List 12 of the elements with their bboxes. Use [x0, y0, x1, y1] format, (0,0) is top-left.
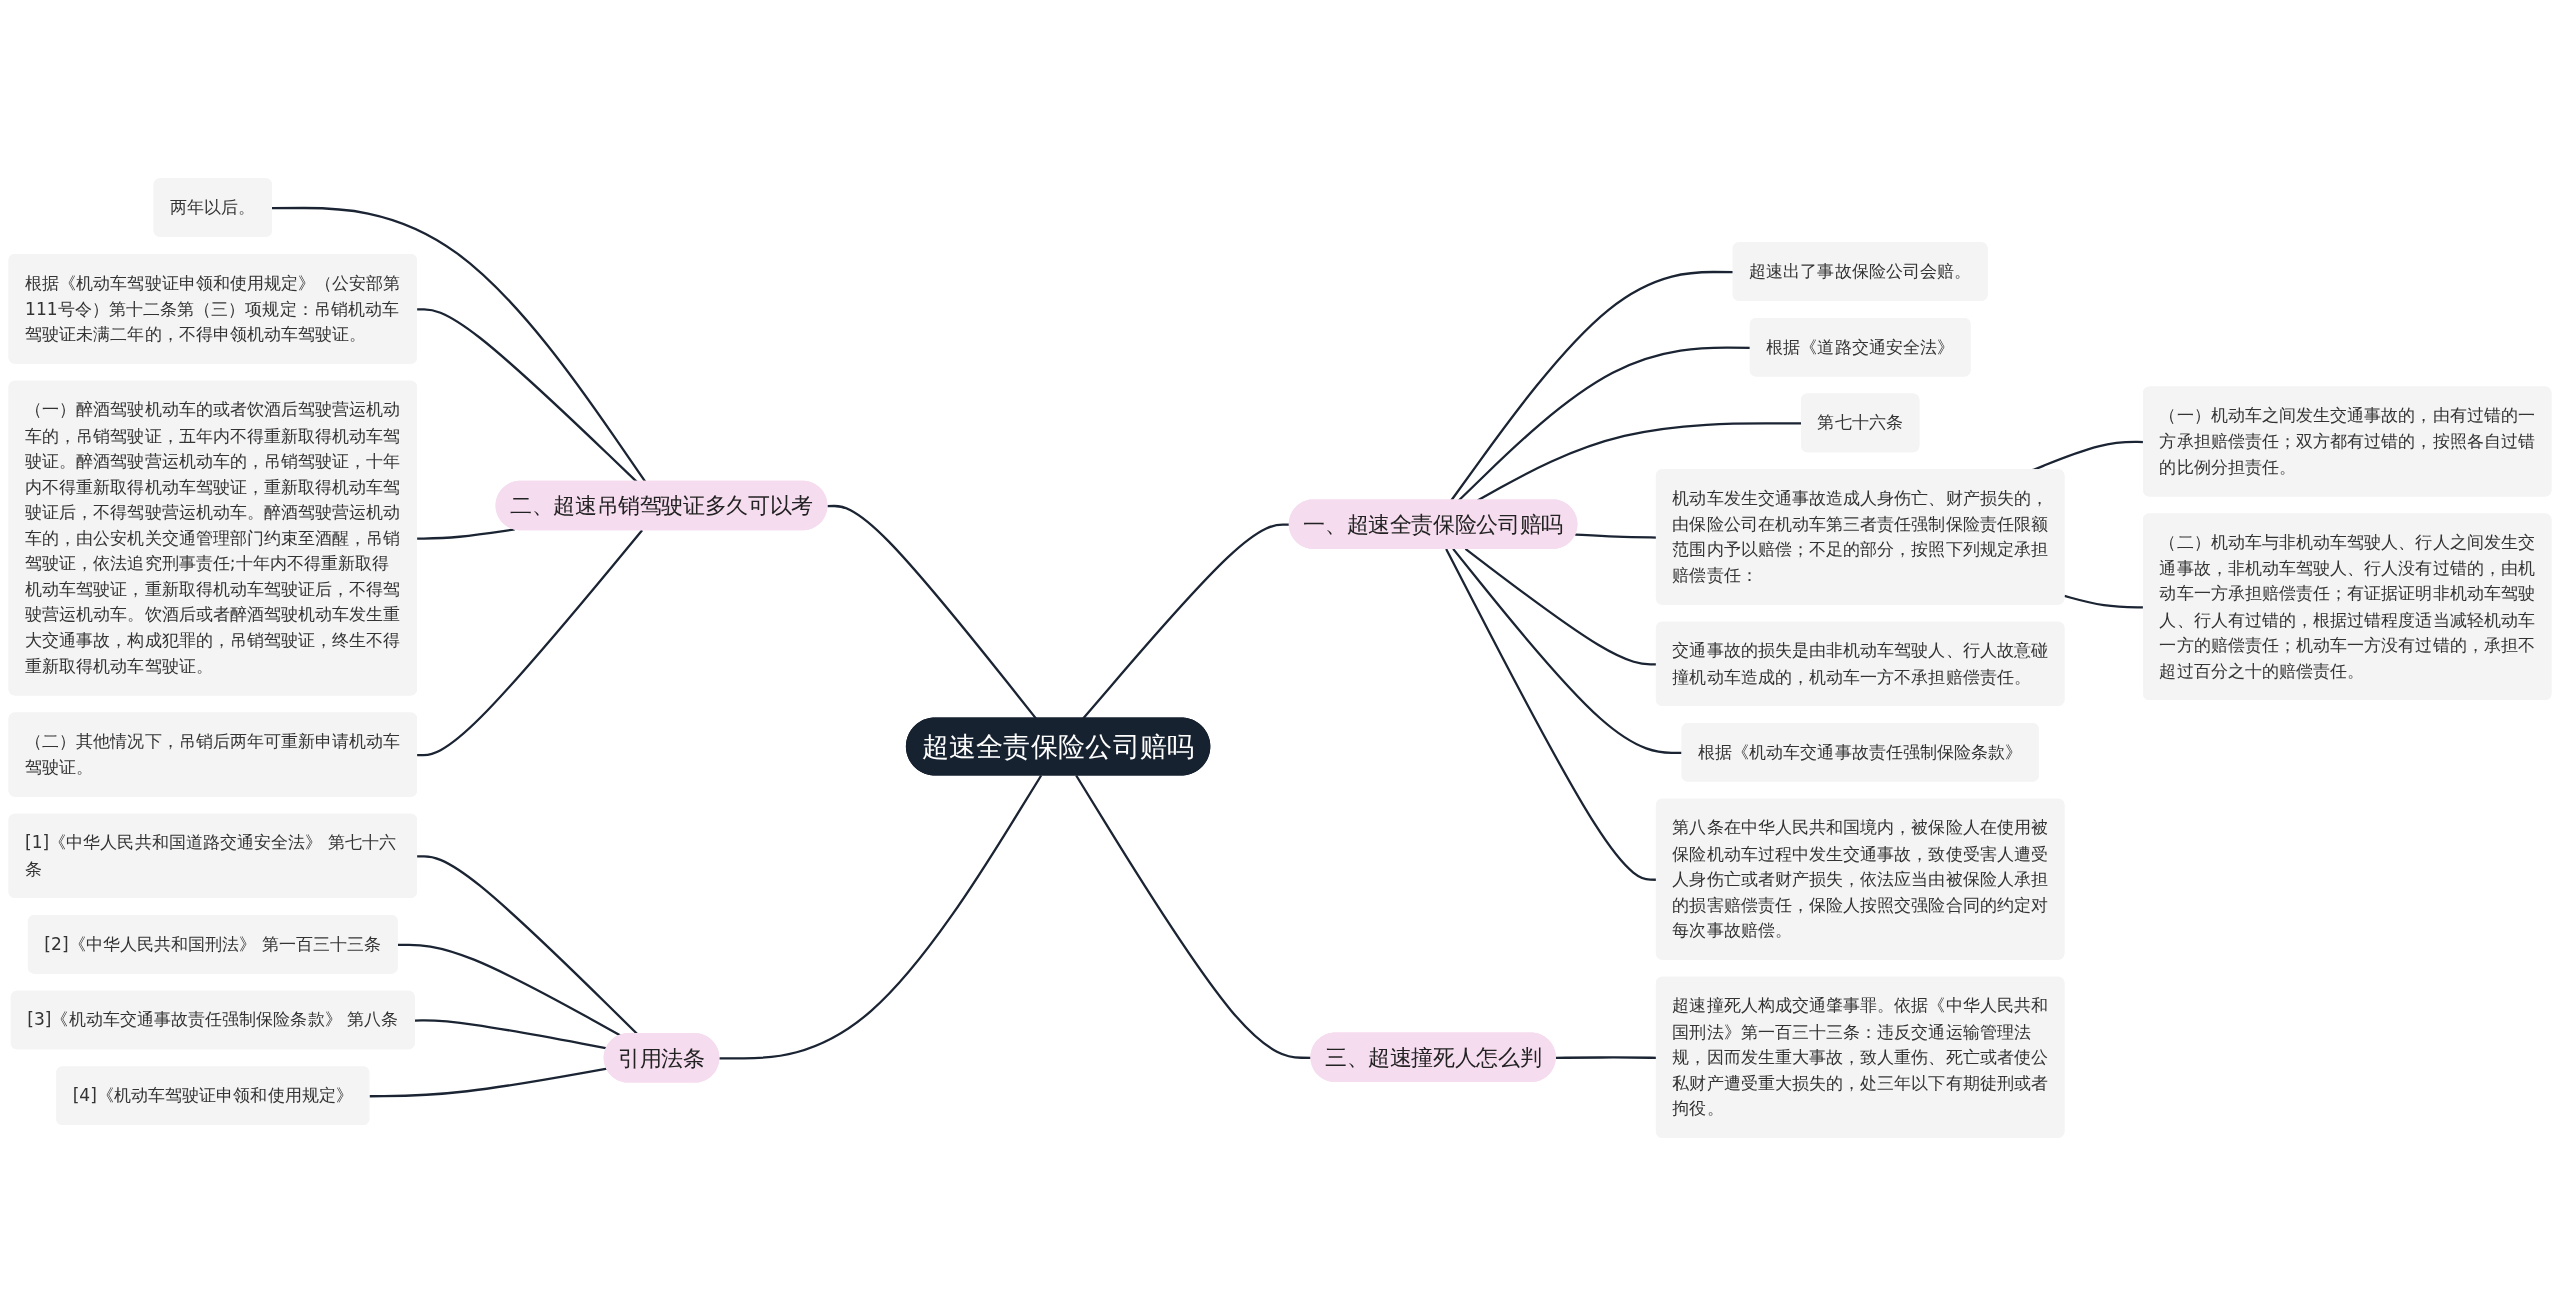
- connector: [1075, 774, 1312, 1059]
- connector: [397, 943, 622, 1037]
- connector: [417, 308, 638, 483]
- connector: [1082, 523, 1290, 720]
- connector: [1452, 548, 1683, 754]
- connector: [417, 529, 643, 757]
- connector: [414, 1019, 608, 1050]
- connector: [369, 1067, 608, 1098]
- connector: [417, 528, 515, 540]
- connector: [719, 774, 1043, 1060]
- connector: [827, 504, 1037, 720]
- connector: [271, 206, 647, 483]
